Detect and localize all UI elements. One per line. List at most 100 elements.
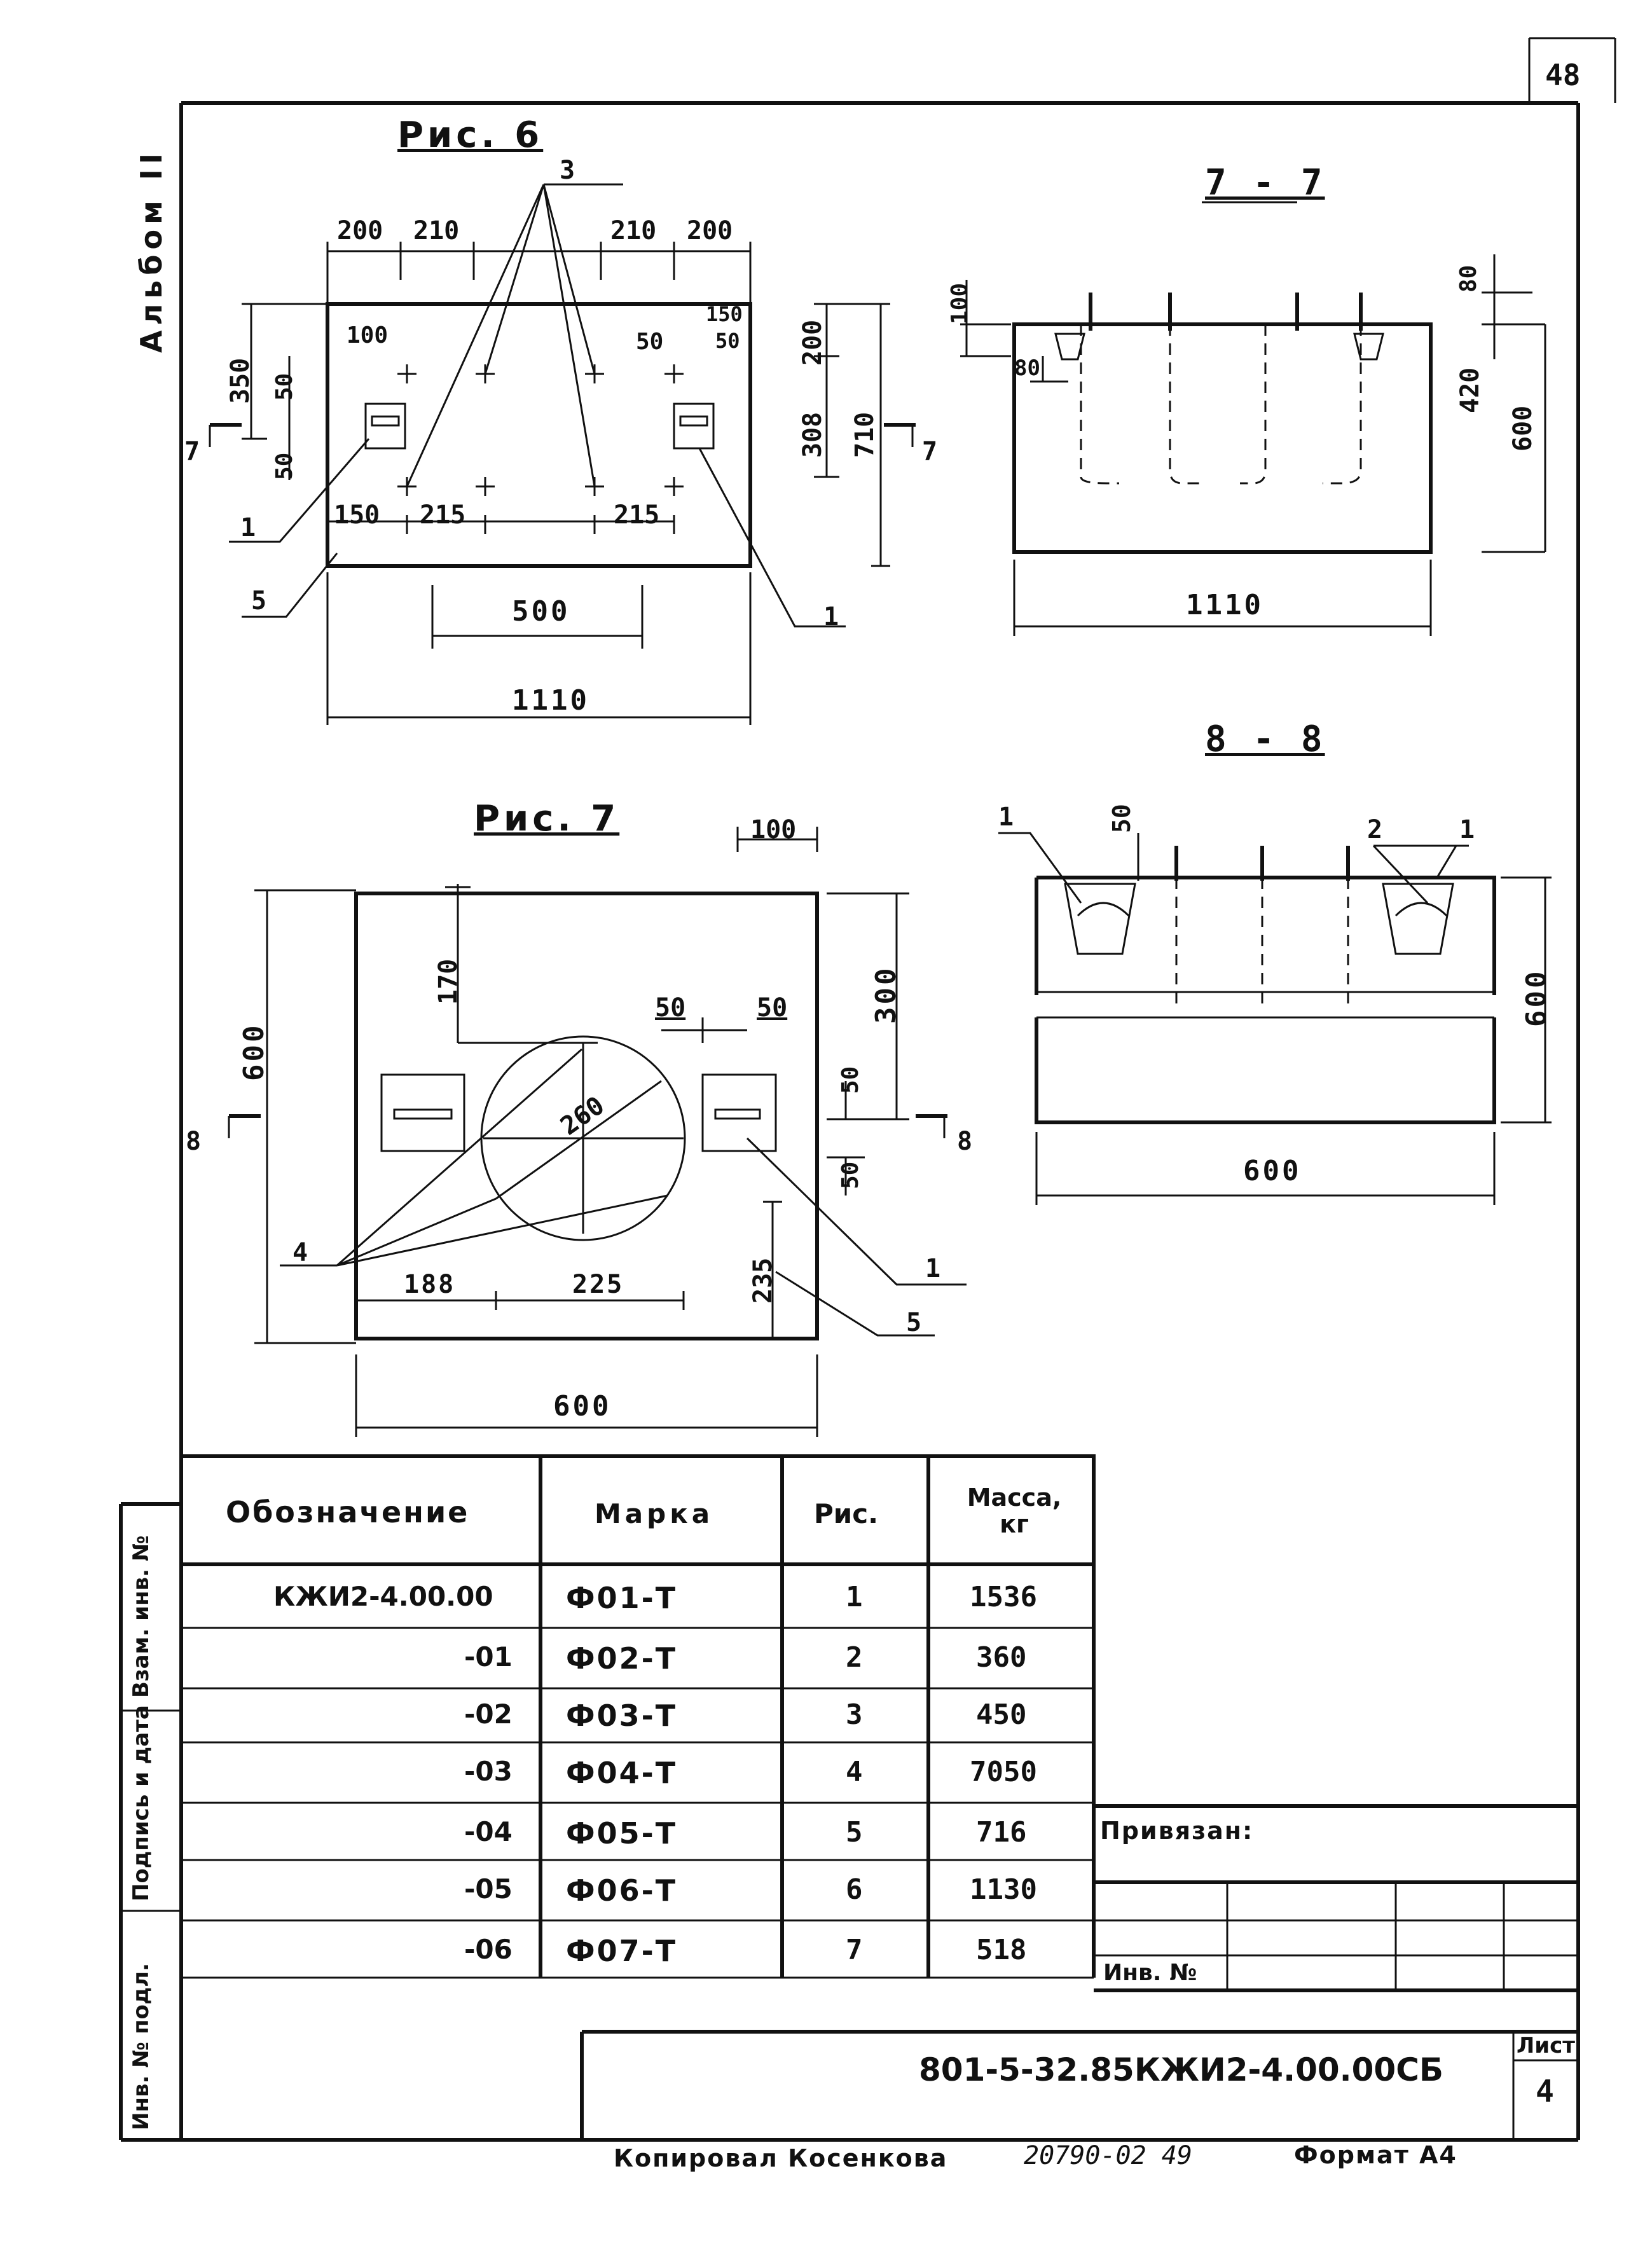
document-code: 801-5-32.85КЖИ2-4.00.00СБ: [919, 2051, 1444, 2088]
sec88-callout-1b: 1: [1459, 815, 1475, 844]
sec88-dim-600b: 600: [1243, 1155, 1302, 1187]
side-label-podpis: Подпись и дата: [128, 1705, 154, 1901]
side-label-inv-podl: Инв. № подл.: [128, 1962, 154, 2130]
row-mark: Ф06-Т: [566, 1873, 678, 1908]
table-header-mass: Масса, кг: [967, 1484, 1062, 1538]
fig7-dim-188: 188: [404, 1270, 456, 1299]
row-mass: 1536: [970, 1581, 1037, 1613]
row-fig: 1: [846, 1581, 863, 1613]
fig7-callout-4: 4: [293, 1238, 308, 1267]
sec77-title: 7 - 7: [1205, 162, 1325, 203]
sec88-section: [998, 832, 1552, 1205]
row-designation: -04: [464, 1816, 513, 1847]
fig7-dim-100: 100: [750, 815, 797, 844]
fig6-dim-710: 710: [850, 411, 879, 458]
sec77-dim-420: 420: [1456, 367, 1485, 413]
sec77-dim-1110: 1110: [1186, 589, 1263, 621]
table-header-fig: Рис.: [814, 1498, 879, 1529]
sec88-dim-600: 600: [1520, 968, 1553, 1027]
fig6-section-right: 7: [922, 437, 938, 466]
row-designation: -01: [464, 1641, 513, 1672]
fig6-dim-200b: 200: [687, 216, 733, 245]
row-mass: 518: [976, 1934, 1027, 1966]
sec77-dim-80b: 80: [1456, 265, 1482, 293]
row-mass: 1130: [970, 1873, 1037, 1906]
row-mass: 450: [976, 1698, 1027, 1731]
fig6-callout-1a: 1: [240, 513, 256, 542]
fig6-dim-308: 308: [798, 411, 827, 458]
sec88-dim-50: 50: [1108, 804, 1136, 833]
fig6-callout-1b: 1: [823, 602, 839, 631]
table-header-mark: Марка: [595, 1498, 714, 1529]
fig6-callout-3: 3: [560, 156, 575, 185]
fig6-title: Рис. 6: [397, 114, 544, 156]
sheet-label: Лист: [1517, 2033, 1575, 2058]
sheet-frame: [121, 37, 1616, 2142]
row-fig: 7: [846, 1934, 863, 1966]
fig6-dim-210a: 210: [413, 216, 460, 245]
footer-copied: Копировал Косенкова: [614, 2144, 948, 2172]
fig7-dim-300: 300: [870, 965, 902, 1024]
fig6-dim-210b: 210: [610, 216, 657, 245]
sec88-callout-1a: 1: [998, 803, 1014, 832]
fig7-dim-50b: 50: [757, 993, 788, 1023]
fig6-plan: [209, 183, 916, 725]
fig7-section-left: 8: [186, 1127, 202, 1156]
fig7-dim-50c: 50: [837, 1066, 864, 1094]
fig7-plan: [228, 827, 967, 1437]
footer-format: Формат А4: [1294, 2141, 1457, 2169]
row-mark: Ф07-Т: [566, 1934, 678, 1968]
fig6-dim-200a: 200: [337, 216, 383, 245]
row-fig: 6: [846, 1873, 863, 1906]
sec77-dim-100: 100: [947, 282, 973, 324]
fig6-dim-200c: 200: [798, 319, 827, 366]
row-mark: Ф02-Т: [566, 1641, 678, 1676]
row-fig: 4: [846, 1756, 863, 1788]
fig6-dim-1110: 1110: [512, 684, 589, 717]
row-fig: 5: [846, 1816, 863, 1849]
row-mark: Ф05-Т: [566, 1816, 678, 1850]
row-designation: -02: [464, 1698, 513, 1730]
row-mark: Ф04-Т: [566, 1756, 678, 1790]
fig7-dim-50a: 50: [655, 993, 686, 1023]
fig7-dim-50d: 50: [837, 1161, 864, 1189]
sec88-title: 8 - 8: [1205, 719, 1325, 760]
row-mark: Ф01-Т: [566, 1581, 678, 1615]
title-block-grid: [119, 1502, 1578, 2140]
spec-table-grid: [181, 1454, 1096, 1979]
row-mark: Ф03-Т: [566, 1698, 678, 1733]
page-number: 48: [1545, 58, 1581, 92]
fig6-dim-215a: 215: [420, 500, 466, 530]
fig6-dim-350: 350: [226, 357, 255, 404]
row-mass: 7050: [970, 1756, 1037, 1788]
fig7-dim-170: 170: [434, 958, 463, 1005]
fig6-dim-215b: 215: [614, 500, 660, 530]
fig6-dim-50b: 50: [272, 452, 298, 480]
row-fig: 3: [846, 1698, 863, 1731]
fig6-dim-150b: 150: [334, 500, 380, 530]
fig6-dim-150a: 150: [706, 302, 743, 326]
sec77-section: [960, 201, 1546, 636]
fig6-dim-100: 100: [347, 322, 389, 348]
fig6-dim-50c: 50: [636, 329, 664, 355]
sec77-dim-600: 600: [1508, 405, 1538, 451]
fig7-dim-225: 225: [572, 1270, 624, 1299]
fig7-callout-1: 1: [925, 1254, 941, 1283]
fig7-title: Рис. 7: [474, 798, 620, 839]
fig6-section-left: 7: [184, 437, 200, 466]
row-mass: 360: [976, 1641, 1027, 1674]
row-designation: КЖИ2-4.00.00: [273, 1581, 493, 1612]
sec88-callout-2: 2: [1367, 815, 1383, 844]
fig6-dim-500: 500: [512, 595, 570, 628]
fig6-callout-5: 5: [251, 586, 267, 616]
fig7-dim-235: 235: [748, 1257, 778, 1304]
inv-label: Инв. №: [1103, 1960, 1197, 1986]
fig7-dim-600b: 600: [553, 1390, 612, 1423]
fig7-dim-600: 600: [238, 1023, 270, 1081]
fig7-callout-5: 5: [906, 1308, 922, 1337]
fig6-dim-50a: 50: [272, 373, 298, 401]
album-label: Альбом II: [134, 148, 169, 353]
row-designation: -03: [464, 1756, 513, 1787]
row-mass: 716: [976, 1816, 1027, 1849]
